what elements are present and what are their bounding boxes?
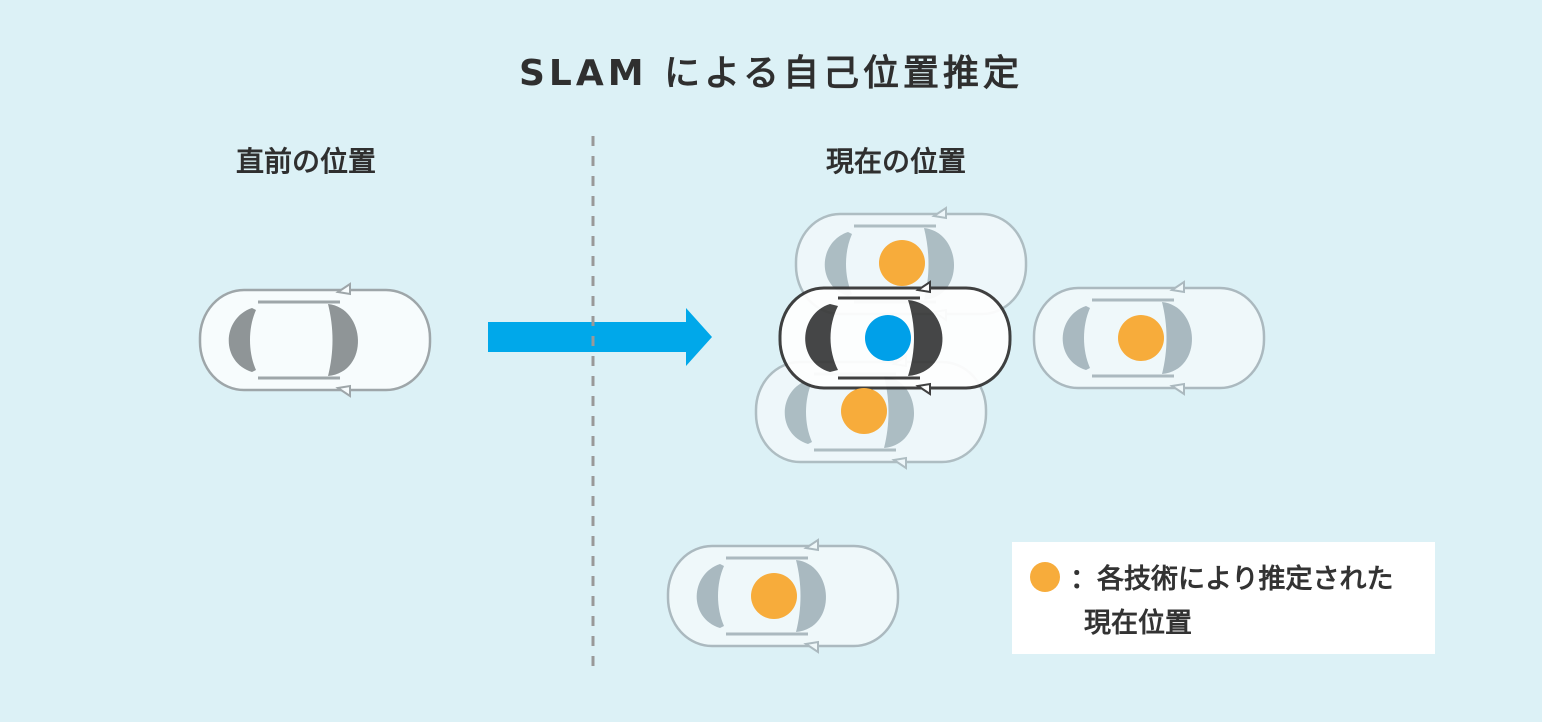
legend-box: ：各技術により推定された 現在位置 bbox=[1012, 542, 1435, 654]
movement-arrow bbox=[488, 308, 712, 366]
previous-position-label: 直前の位置 bbox=[235, 145, 376, 178]
estimate-dot bbox=[1118, 315, 1164, 361]
estimate-dot bbox=[751, 573, 797, 619]
estimate-dot bbox=[841, 388, 887, 434]
true-position-dot bbox=[865, 315, 911, 361]
legend-text: ：各技術により推定された 現在位置 bbox=[1070, 558, 1430, 646]
previous-car bbox=[198, 282, 432, 398]
legend-line-2: 現在位置 bbox=[1084, 608, 1192, 639]
diagram-title: SLAM による自己位置推定 bbox=[518, 53, 1023, 94]
legend-dot bbox=[1030, 562, 1060, 592]
current-position-label: 現在の位置 bbox=[825, 145, 966, 178]
legend-line-1: ：各技術により推定された bbox=[1070, 564, 1394, 595]
estimate-dot bbox=[879, 240, 925, 286]
